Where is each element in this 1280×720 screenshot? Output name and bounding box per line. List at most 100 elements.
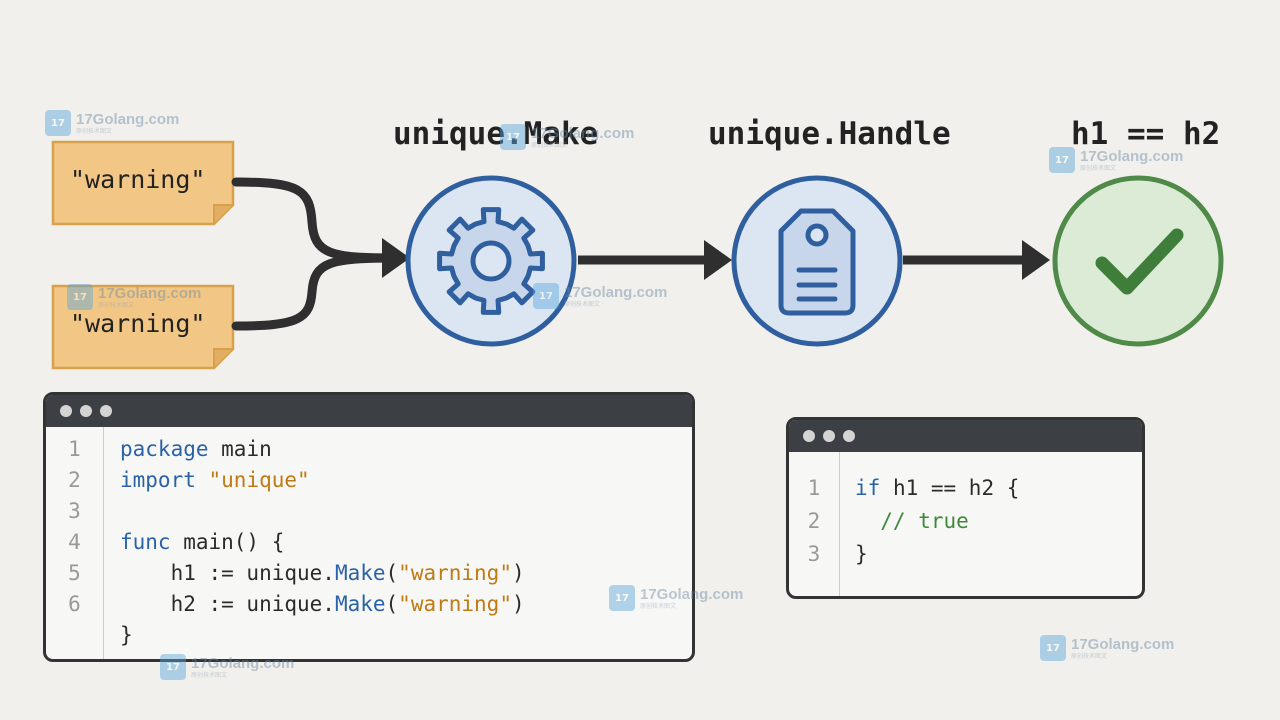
compare-circle <box>1052 175 1224 347</box>
code-token: } <box>120 622 133 647</box>
watermark-logo-icon: 17 <box>533 283 559 309</box>
line-number: 3 <box>68 498 81 523</box>
code-text: // true <box>855 509 969 533</box>
input-note-1 <box>51 140 235 226</box>
code-token: package <box>120 436 209 461</box>
code-token: Make <box>334 591 386 616</box>
input-note-1-text: "warning" <box>70 165 206 194</box>
watermark-logo-icon: 17 <box>1040 635 1066 661</box>
watermark-logo-icon: 17 <box>1049 147 1075 173</box>
code-body: 1 if h1 == h2 { 2 // true 3} <box>789 452 1142 596</box>
window-dot <box>843 430 855 442</box>
code-line: 1 package main <box>46 433 692 464</box>
watermark-sub: 原创技术图文 <box>1080 165 1117 172</box>
merge-arrows <box>231 177 400 331</box>
line-number: 1 <box>68 436 81 461</box>
watermark-logo-icon: 17 <box>67 284 93 310</box>
tag-icon <box>778 208 856 316</box>
code-token: "warning" <box>398 560 512 585</box>
code-token: ( <box>385 591 399 616</box>
code-text: func main() { <box>120 530 284 554</box>
watermark-sub: 原创技术图文 <box>564 301 601 308</box>
code-body: 1 package main 2 import "unique" 3 4 func main… <box>46 427 692 659</box>
code-window-compare: 1 if h1 == h2 { 2 // true 3} <box>786 417 1145 599</box>
code-token: func <box>120 529 171 554</box>
watermark-name: 17Golang.com <box>1071 635 1175 653</box>
line-number: 6 <box>68 591 81 616</box>
watermark-logo-icon: 17 <box>45 110 71 136</box>
line-number: 5 <box>68 560 81 585</box>
window-dot <box>60 405 72 417</box>
code-text: if h1 == h2 { <box>855 476 1019 500</box>
code-token: Make <box>334 560 386 585</box>
watermark-name: 17Golang.com <box>191 654 295 672</box>
code-line: 3 <box>46 495 692 526</box>
code-token: h1 := unique. <box>120 560 335 585</box>
watermark-name: 17Golang.com <box>531 124 635 142</box>
code-text: h2 := unique.Make("warning") <box>120 592 525 616</box>
watermark-name: 17Golang.com <box>1080 147 1184 165</box>
watermark-sub: 原创技术图文 <box>640 603 677 610</box>
line-number: 1 <box>807 475 821 500</box>
gear-icon <box>437 207 545 315</box>
input-note-2-text: "warning" <box>70 309 206 338</box>
code-token: import <box>120 467 196 492</box>
code-text: } <box>855 542 868 566</box>
window-titlebar <box>46 395 692 427</box>
checkmark-icon <box>1095 228 1184 295</box>
line-number: 4 <box>68 529 81 554</box>
code-line: 2 import "unique" <box>46 464 692 495</box>
code-text: h1 := unique.Make("warning") <box>120 561 525 585</box>
input-note-2 <box>51 284 235 370</box>
code-line: 1 if h1 == h2 { <box>789 472 1142 503</box>
window-titlebar <box>789 420 1142 452</box>
line-gutter <box>46 427 104 659</box>
line-number: 3 <box>807 541 821 566</box>
code-token: "warning" <box>398 591 512 616</box>
code-line: 6 h2 := unique.Make("warning") <box>46 588 692 619</box>
code-token: ( <box>385 560 399 585</box>
code-text: } <box>120 623 133 647</box>
window-dot <box>100 405 112 417</box>
line-gutter <box>789 452 840 596</box>
code-token: if <box>855 475 881 500</box>
watermark-logo-icon: 17 <box>500 124 526 150</box>
code-token <box>196 468 209 492</box>
code-text: package main <box>120 437 272 461</box>
window-dot <box>80 405 92 417</box>
code-token: main() { <box>170 529 285 554</box>
code-token: h2 := unique. <box>120 591 335 616</box>
stage-title-compare: h1 == h2 <box>1071 116 1221 152</box>
watermark-sub: 原创技术图文 <box>531 142 568 149</box>
arrowhead-3 <box>1022 240 1050 280</box>
watermark-logo-icon: 17 <box>609 585 635 611</box>
line-number: 2 <box>807 508 821 533</box>
code-line: 2 // true <box>789 505 1142 536</box>
watermark-name: 17Golang.com <box>640 585 744 603</box>
code-token: ) <box>511 560 525 585</box>
window-dot <box>803 430 815 442</box>
arrowhead-2 <box>704 240 732 280</box>
line-number: 2 <box>68 467 81 492</box>
watermark-sub: 原创技术图文 <box>76 128 113 135</box>
code-token: "unique" <box>208 467 310 492</box>
code-token: } <box>855 541 868 566</box>
code-token: main <box>208 436 272 461</box>
watermark-sub: 原创技术图文 <box>98 302 135 309</box>
watermark-sub: 原创技术图文 <box>191 672 228 679</box>
window-dot <box>823 430 835 442</box>
watermark-sub: 原创技术图文 <box>1071 653 1108 660</box>
watermark-name: 17Golang.com <box>564 283 668 301</box>
code-text: import "unique" <box>120 468 310 492</box>
arrowhead-1 <box>382 238 410 278</box>
code-token: // true <box>855 508 969 533</box>
